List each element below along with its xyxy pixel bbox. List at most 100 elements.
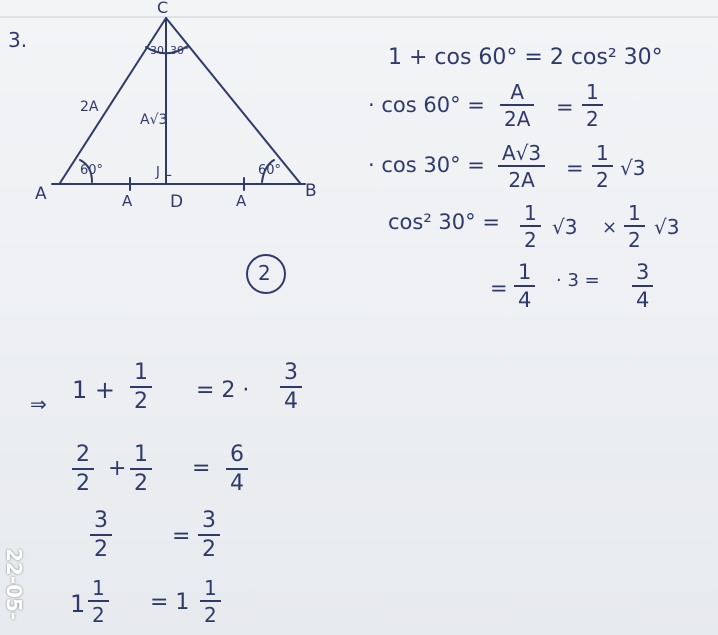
step4-equals: = 1 (150, 590, 190, 615)
step4-denominator: 2 (92, 603, 105, 627)
cos60-denominator: 2A (504, 107, 531, 131)
cos30-result: 1 2 (592, 143, 613, 190)
step3-equals: = (172, 524, 191, 549)
angle-b-value: 60° (258, 163, 282, 178)
cos30-result-denominator: 2 (596, 168, 609, 192)
cos60-numerator: A (510, 80, 525, 104)
cos60-result-denominator: 2 (586, 107, 599, 131)
cos30-result-numerator: 1 (596, 141, 609, 165)
cos30-root: √3 (620, 156, 646, 180)
step3-result: 3 2 (198, 510, 220, 561)
apex-angle-right: 30° (170, 44, 190, 57)
cos60-result-numerator: 1 (586, 80, 599, 104)
step2-result-numerator: 6 (230, 442, 244, 467)
product-result-numerator: 3 (636, 260, 650, 284)
fraction-bar (514, 285, 536, 287)
cos-squared-factor-b: 1 2 (624, 203, 645, 250)
product-result: 3 4 (632, 260, 654, 312)
fraction-bar (72, 468, 94, 470)
product-result-denominator: 4 (636, 288, 650, 312)
step2-a-denominator: 2 (76, 471, 90, 496)
fraction-bar (498, 165, 546, 167)
step1-prefix: 1 + (72, 376, 116, 404)
product-middle: · 3 = (556, 270, 600, 291)
foot-d-label: D (170, 192, 184, 212)
step3-result-denominator: 2 (202, 537, 216, 562)
angle-b-arc (261, 159, 275, 183)
angle-a-arc (79, 159, 93, 183)
fraction-bar (632, 285, 654, 287)
step1-numerator: 1 (134, 360, 148, 385)
fraction-bar (500, 104, 535, 106)
cos30-denominator: 2A (508, 168, 535, 192)
cos60-label: · cos 60° = (368, 93, 485, 117)
apex-angle-arc (145, 45, 189, 55)
step3-result-numerator: 3 (202, 508, 216, 533)
factor-b-root: √3 (654, 215, 680, 239)
identity-equation: 1 + cos 60° = 2 cos² 30° (388, 45, 663, 70)
cos30-label: · cos 30° = (368, 153, 485, 177)
product-denominator: 4 (518, 288, 532, 312)
cos30-fraction: A√3 2A (498, 143, 546, 192)
vertex-b-label: B (305, 181, 317, 201)
step2-equals: = (192, 456, 211, 481)
product-numerator: 1 (518, 260, 532, 284)
step4-numerator: 1 (92, 576, 105, 600)
step2-a-numerator: 2 (76, 442, 90, 467)
right-angle-marks: J L (156, 165, 172, 180)
cos60-equals: = (556, 95, 574, 119)
step1-denominator: 2 (134, 389, 148, 414)
step2-fraction-b: 1 2 (130, 444, 152, 495)
fraction-bar (88, 600, 109, 602)
fraction-bar (280, 386, 302, 388)
step2-plus: + (108, 456, 127, 481)
fraction-bar (592, 165, 613, 167)
vertex-a-label: A (35, 184, 47, 204)
step3-denominator: 2 (94, 537, 108, 562)
step1-result-denominator: 4 (284, 389, 298, 414)
side-ca-label: 2A (80, 99, 99, 115)
step4-result-numerator: 1 (204, 576, 217, 600)
step1-fraction: 1 2 (130, 362, 152, 413)
implies-arrow: ⇒ (30, 392, 47, 416)
cos30-equals: = (566, 156, 584, 180)
step4-whole: 1 (70, 590, 86, 618)
problem-number: 3. (8, 28, 28, 52)
factor-a-root: √3 (552, 215, 578, 239)
step3-fraction: 3 2 (90, 510, 112, 561)
factor-a-numerator: 1 (524, 201, 537, 225)
step1-result-numerator: 3 (284, 360, 298, 385)
apex-angle-left: 30 (150, 44, 164, 57)
vertex-c-label: C (157, 0, 169, 17)
fraction-bar (130, 468, 152, 470)
side-ca (59, 17, 167, 184)
cos60-fraction: A 2A (500, 80, 535, 131)
angle-a-value: 60° (80, 163, 104, 178)
step2-result-denominator: 4 (230, 471, 244, 496)
step1-equals: = 2 · (196, 378, 250, 403)
fraction-bar (200, 600, 221, 602)
factor-a-denominator: 2 (524, 228, 537, 252)
times-sign: × (602, 217, 618, 238)
cos-squared-factor-a: 1 2 (520, 203, 541, 250)
step2-result: 6 4 (226, 444, 248, 495)
product-fraction: 1 4 (514, 260, 536, 312)
step3-numerator: 3 (94, 508, 108, 533)
fraction-bar (582, 104, 603, 106)
fraction-bar (624, 225, 645, 227)
step2-fraction-a: 2 2 (72, 444, 94, 495)
left-half-label: A (122, 192, 133, 210)
step4-result: 1 2 (200, 578, 221, 625)
cos60-result: 1 2 (582, 82, 603, 129)
factor-b-numerator: 1 (628, 201, 641, 225)
fraction-bar (90, 534, 112, 536)
step2-b-denominator: 2 (134, 471, 148, 496)
fraction-bar (520, 225, 541, 227)
step1-result: 3 4 (280, 362, 302, 413)
step2-b-numerator: 1 (134, 442, 148, 467)
fraction-bar (226, 468, 248, 470)
circled-number: 2 (258, 261, 271, 285)
date-stamp: 22-05- (2, 548, 26, 621)
step4-result-denominator: 2 (204, 603, 217, 627)
